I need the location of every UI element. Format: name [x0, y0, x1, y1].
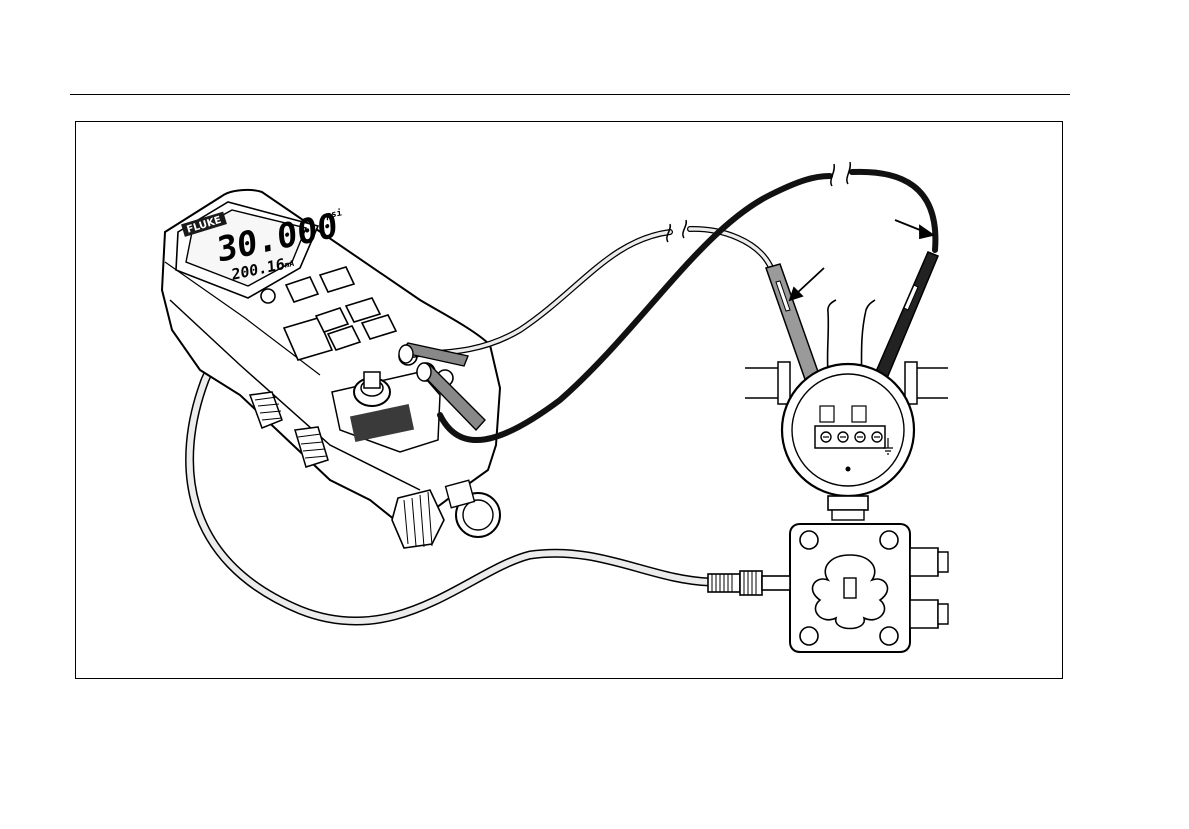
- hose-connector: [708, 571, 790, 595]
- power-button: [261, 289, 275, 303]
- vent-knob: [446, 480, 500, 537]
- pressure-calibrator: FLUKE 30.000 psi 200.16 mA: [162, 190, 500, 548]
- pressure-transmitter: [745, 362, 948, 652]
- lead-break-mark: [667, 220, 686, 242]
- lead-break-mark: [831, 162, 850, 186]
